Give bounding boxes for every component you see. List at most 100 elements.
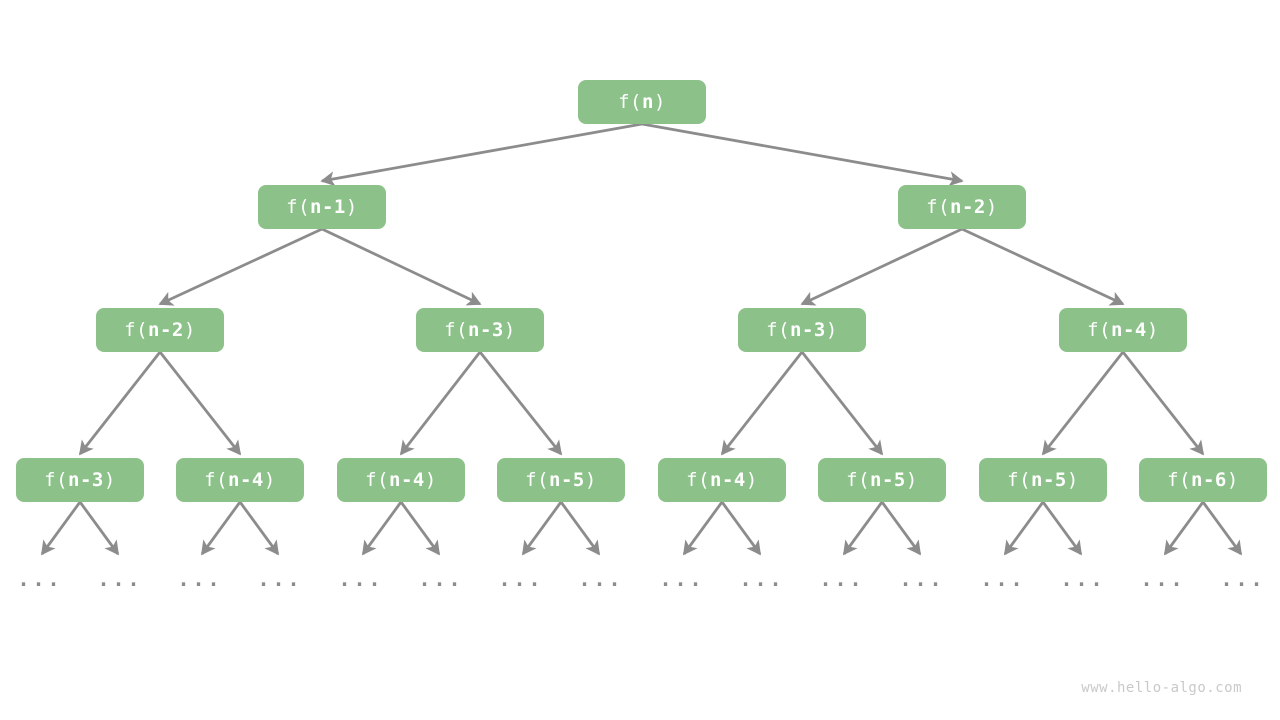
tree-node: f(n) bbox=[578, 80, 706, 124]
node-label-pre: f( bbox=[1167, 469, 1192, 491]
tree-node: f(n-5) bbox=[979, 458, 1107, 502]
edge-arrow bbox=[321, 227, 482, 306]
node-label-arg: n-2 bbox=[950, 196, 986, 218]
edge-arrow bbox=[158, 227, 323, 306]
node-label-pre: f( bbox=[1087, 319, 1112, 341]
ellipsis-label: ... bbox=[418, 567, 464, 591]
node-label-post: ) bbox=[183, 319, 196, 341]
edge-arrow bbox=[842, 501, 884, 556]
edge-arrow bbox=[720, 501, 762, 556]
node-label-post: ) bbox=[103, 469, 116, 491]
ellipsis-label: ... bbox=[498, 567, 544, 591]
edge-arrow bbox=[40, 501, 82, 556]
node-label-post: ) bbox=[345, 196, 358, 218]
node-label-arg: n-5 bbox=[1031, 469, 1067, 491]
ellipsis-label: ... bbox=[980, 567, 1026, 591]
node-label-pre: f( bbox=[124, 319, 149, 341]
node-label-arg: n-3 bbox=[68, 469, 104, 491]
node-label-post: ) bbox=[985, 196, 998, 218]
edge-arrow bbox=[800, 227, 963, 306]
ellipsis-label: ... bbox=[257, 567, 303, 591]
node-label-pre: f( bbox=[766, 319, 791, 341]
node-label-arg: n-6 bbox=[1191, 469, 1227, 491]
tree-node: f(n-5) bbox=[818, 458, 946, 502]
tree-node: f(n-4) bbox=[1059, 308, 1187, 352]
edge-arrow bbox=[399, 501, 441, 556]
edge-arrow bbox=[1003, 501, 1045, 556]
edge-arrow bbox=[320, 122, 643, 187]
ellipsis-label: ... bbox=[659, 567, 705, 591]
node-label-arg: n-4 bbox=[389, 469, 425, 491]
node-label-post: ) bbox=[503, 319, 516, 341]
node-label-post: ) bbox=[584, 469, 597, 491]
tree-node: f(n-3) bbox=[416, 308, 544, 352]
tree-node: f(n-4) bbox=[658, 458, 786, 502]
tree-node: f(n-3) bbox=[738, 308, 866, 352]
edge-arrow bbox=[641, 122, 964, 187]
node-label-pre: f( bbox=[618, 91, 642, 113]
node-label-post: ) bbox=[1066, 469, 1079, 491]
ellipsis-label: ... bbox=[97, 567, 143, 591]
tree-node: f(n-2) bbox=[898, 185, 1026, 229]
edge-arrow bbox=[720, 351, 804, 456]
edge-arrow bbox=[559, 501, 601, 556]
tree-node: f(n-3) bbox=[16, 458, 144, 502]
node-label-arg: n-5 bbox=[549, 469, 585, 491]
node-label-post: ) bbox=[905, 469, 918, 491]
node-label-post: ) bbox=[263, 469, 276, 491]
edge-arrow bbox=[800, 351, 884, 456]
node-label-pre: f( bbox=[846, 469, 871, 491]
tree-node: f(n-6) bbox=[1139, 458, 1267, 502]
ellipsis-label: ... bbox=[338, 567, 384, 591]
node-label-arg: n-4 bbox=[710, 469, 746, 491]
edge-arrow bbox=[521, 501, 563, 556]
edge-arrow bbox=[78, 501, 120, 556]
ellipsis-label: ... bbox=[578, 567, 624, 591]
ellipsis-label: ... bbox=[1060, 567, 1106, 591]
edge-arrow bbox=[399, 351, 482, 456]
node-label-arg: n-1 bbox=[310, 196, 346, 218]
node-label-arg: n-4 bbox=[228, 469, 264, 491]
node-label-arg: n-2 bbox=[148, 319, 184, 341]
tree-node: f(n-4) bbox=[176, 458, 304, 502]
ellipsis-label: ... bbox=[177, 567, 223, 591]
node-label-arg: n-3 bbox=[468, 319, 504, 341]
ellipsis-label: ... bbox=[819, 567, 865, 591]
node-label-pre: f( bbox=[686, 469, 711, 491]
tree-node: f(n-2) bbox=[96, 308, 224, 352]
node-label-pre: f( bbox=[44, 469, 69, 491]
edge-arrow bbox=[238, 501, 280, 556]
ellipsis-label: ... bbox=[899, 567, 945, 591]
edge-arrow bbox=[961, 227, 1125, 306]
node-label-post: ) bbox=[825, 319, 838, 341]
node-label-pre: f( bbox=[926, 196, 951, 218]
node-label-arg: n bbox=[641, 91, 654, 113]
edge-arrow bbox=[682, 501, 724, 556]
node-label-post: ) bbox=[745, 469, 758, 491]
edge-arrow bbox=[1041, 501, 1083, 556]
edge-arrow bbox=[158, 351, 242, 456]
edge-arrow bbox=[880, 501, 922, 556]
ellipsis-label: ... bbox=[17, 567, 63, 591]
tree-node: f(n-4) bbox=[337, 458, 465, 502]
watermark: www.hello-algo.com bbox=[1081, 680, 1242, 696]
tree-node: f(n-5) bbox=[497, 458, 625, 502]
tree-node: f(n-1) bbox=[258, 185, 386, 229]
node-label-post: ) bbox=[653, 91, 666, 113]
node-label-arg: n-4 bbox=[1111, 319, 1147, 341]
edge-arrow bbox=[361, 501, 403, 556]
node-label-post: ) bbox=[1226, 469, 1239, 491]
node-label-post: ) bbox=[424, 469, 437, 491]
node-label-arg: n-3 bbox=[790, 319, 826, 341]
node-label-pre: f( bbox=[286, 196, 311, 218]
edge-arrow bbox=[1163, 501, 1205, 556]
node-label-pre: f( bbox=[1007, 469, 1032, 491]
edge-arrow bbox=[1201, 501, 1243, 556]
node-label-arg: n-5 bbox=[870, 469, 906, 491]
node-label-pre: f( bbox=[525, 469, 550, 491]
edge-arrow bbox=[200, 501, 242, 556]
edge-arrow bbox=[478, 351, 563, 456]
ellipsis-label: ... bbox=[1220, 567, 1266, 591]
